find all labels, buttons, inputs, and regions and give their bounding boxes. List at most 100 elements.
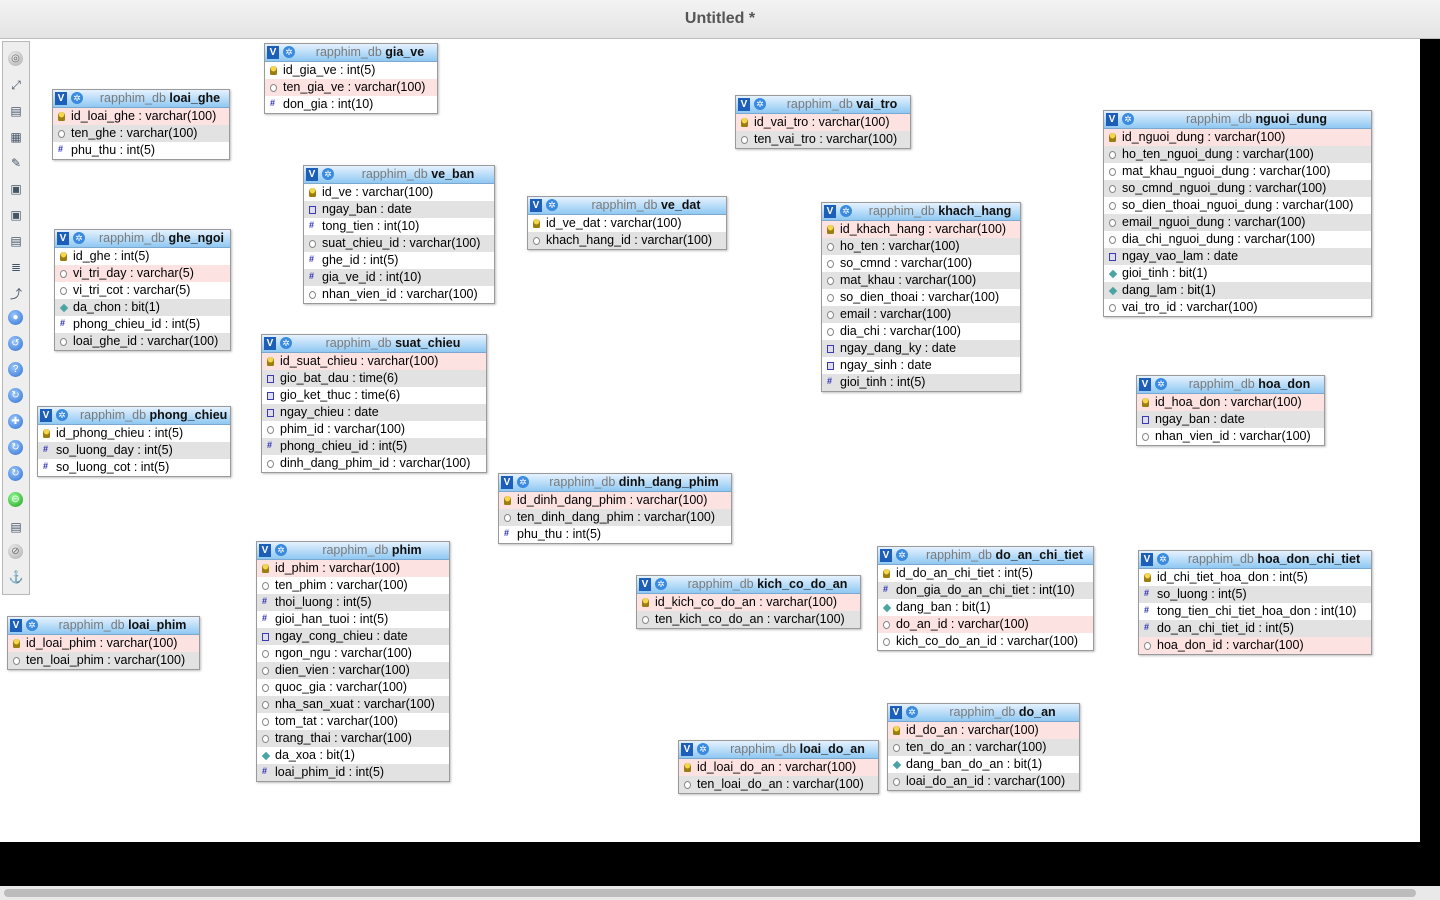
table-header[interactable]: V✲rapphim_db ve_dat	[528, 197, 726, 215]
print-icon[interactable]: ▤	[10, 234, 22, 248]
column-row[interactable]: ho_ten_nguoi_dung : varchar(100)	[1104, 146, 1371, 163]
column-row[interactable]: trang_thai : varchar(100)	[257, 730, 449, 747]
column-row[interactable]: ten_loai_do_an : varchar(100)	[679, 776, 878, 793]
collapse-toggle-icon[interactable]: V	[530, 199, 542, 212]
column-row[interactable]: loai_ghe_id : varchar(100)	[55, 333, 230, 350]
gear-icon[interactable]: ✲	[71, 92, 83, 104]
gear-icon[interactable]: ✲	[655, 578, 667, 590]
table-header[interactable]: V✲rapphim_db dinh_dang_phim	[499, 474, 731, 492]
collapse-toggle-icon[interactable]: V	[40, 409, 52, 422]
export-pdf-icon[interactable]: ▤	[10, 520, 22, 534]
column-row[interactable]: #don_gia : int(10)	[265, 96, 437, 113]
column-row[interactable]: id_phim : varchar(100)	[257, 560, 449, 577]
column-row[interactable]: ten_kich_co_do_an : varchar(100)	[637, 611, 860, 628]
column-row[interactable]: ten_phim : varchar(100)	[257, 577, 449, 594]
table-header[interactable]: V✲rapphim_db loai_do_an	[679, 741, 878, 759]
center-icon[interactable]: ✚	[8, 414, 23, 429]
column-row[interactable]: dinh_dang_phim_id : varchar(100)	[262, 455, 486, 472]
column-row[interactable]: id_nguoi_dung : varchar(100)	[1104, 129, 1371, 146]
gear-icon[interactable]: ✲	[26, 619, 38, 631]
gear-icon[interactable]: ✲	[1157, 553, 1169, 565]
collapse-toggle-icon[interactable]: V	[501, 476, 513, 489]
column-row[interactable]: ho_ten : varchar(100)	[822, 238, 1020, 255]
column-row[interactable]: phim_id : varchar(100)	[262, 421, 486, 438]
column-row[interactable]: #phong_chieu_id : int(5)	[262, 438, 486, 455]
column-row[interactable]: dia_chi : varchar(100)	[822, 323, 1020, 340]
column-row[interactable]: id_chi_tiet_hoa_don : int(5)	[1139, 569, 1371, 586]
column-row[interactable]: dang_ban : bit(1)	[878, 599, 1093, 616]
table-header[interactable]: V✲rapphim_db gia_ve	[265, 44, 437, 62]
column-row[interactable]: vi_tri_day : varchar(5)	[55, 265, 230, 282]
column-row[interactable]: #thoi_luong : int(5)	[257, 594, 449, 611]
collapse-toggle-icon[interactable]: V	[1141, 553, 1153, 566]
toggle-relations-icon[interactable]: ⊖	[8, 492, 23, 507]
column-row[interactable]: #gia_ve_id : int(10)	[304, 269, 494, 286]
collapse-toggle-icon[interactable]: V	[890, 706, 902, 719]
column-row[interactable]: #tong_tien : int(10)	[304, 218, 494, 235]
column-row[interactable]: email_nguoi_dung : varchar(100)	[1104, 214, 1371, 231]
column-row[interactable]: #do_an_chi_tiet_id : int(5)	[1139, 620, 1371, 637]
column-row[interactable]: #tong_tien_chi_tiet_hoa_don : int(10)	[1139, 603, 1371, 620]
column-row[interactable]: vai_tro_id : varchar(100)	[1104, 299, 1371, 316]
help-icon[interactable]: ?	[8, 362, 23, 377]
column-row[interactable]: so_cmnd_nguoi_dung : varchar(100)	[1104, 180, 1371, 197]
column-row[interactable]: ngay_ban : date	[304, 201, 494, 218]
table-header[interactable]: V✲rapphim_db do_an_chi_tiet	[878, 547, 1093, 565]
zoom-fit-icon[interactable]: ◎	[8, 51, 23, 66]
collapse-toggle-icon[interactable]: V	[259, 544, 271, 557]
column-row[interactable]: ten_loai_phim : varchar(100)	[8, 652, 199, 669]
column-row[interactable]: #so_luong_day : int(5)	[38, 442, 230, 459]
column-row[interactable]: nha_san_xuat : varchar(100)	[257, 696, 449, 713]
column-row[interactable]: ngay_chieu : date	[262, 404, 486, 421]
column-row[interactable]: gio_bat_dau : time(6)	[262, 370, 486, 387]
column-row[interactable]: id_kich_co_do_an : varchar(100)	[637, 594, 860, 611]
column-row[interactable]: id_loai_ghe : varchar(100)	[53, 108, 229, 125]
column-row[interactable]: nhan_vien_id : varchar(100)	[304, 286, 494, 303]
gear-icon[interactable]: ✲	[906, 706, 918, 718]
column-row[interactable]: gioi_tinh : bit(1)	[1104, 265, 1371, 282]
column-row[interactable]: kich_co_do_an_id : varchar(100)	[878, 633, 1093, 650]
anchor-icon[interactable]: ⚓	[8, 570, 24, 584]
column-row[interactable]: dien_vien : varchar(100)	[257, 662, 449, 679]
gear-icon[interactable]: ✲	[280, 337, 292, 349]
layout-icon[interactable]: ↻	[8, 466, 23, 481]
column-row[interactable]: ngay_dang_ky : date	[822, 340, 1020, 357]
column-row[interactable]: id_ve_dat : varchar(100)	[528, 215, 726, 232]
gear-icon[interactable]: ✲	[1122, 113, 1134, 125]
scrollbar-thumb[interactable]	[4, 889, 1416, 897]
column-row[interactable]: hoa_don_id : varchar(100)	[1139, 637, 1371, 654]
gear-icon[interactable]: ✲	[1155, 378, 1167, 390]
export-icon[interactable]: ▦	[10, 130, 22, 144]
gear-icon[interactable]: ✲	[56, 409, 68, 421]
table-header[interactable]: V✲rapphim_db do_an	[888, 704, 1079, 722]
column-row[interactable]: khach_hang_id : varchar(100)	[528, 232, 726, 249]
gear-icon[interactable]: ✲	[697, 743, 709, 755]
column-row[interactable]: ten_gia_ve : varchar(100)	[265, 79, 437, 96]
collapse-toggle-icon[interactable]: V	[57, 232, 69, 245]
column-row[interactable]: so_dien_thoai : varchar(100)	[822, 289, 1020, 306]
table-header[interactable]: V✲rapphim_db suat_chieu	[262, 335, 486, 353]
table-header[interactable]: V✲rapphim_db hoa_don	[1137, 376, 1324, 394]
column-row[interactable]: #so_luong_cot : int(5)	[38, 459, 230, 476]
column-row[interactable]: #phu_thu : int(5)	[499, 526, 731, 543]
column-row[interactable]: da_chon : bit(1)	[55, 299, 230, 316]
collapse-toggle-icon[interactable]: V	[55, 92, 67, 105]
save-icon[interactable]: ▣	[10, 182, 22, 196]
column-row[interactable]: do_an_id : varchar(100)	[878, 616, 1093, 633]
column-row[interactable]: gio_ket_thuc : time(6)	[262, 387, 486, 404]
column-row[interactable]: #loai_phim_id : int(5)	[257, 764, 449, 781]
column-row[interactable]: so_cmnd : varchar(100)	[822, 255, 1020, 272]
table-header[interactable]: V✲rapphim_db kich_co_do_an	[637, 576, 860, 594]
column-row[interactable]: #gioi_tinh : int(5)	[822, 374, 1020, 391]
